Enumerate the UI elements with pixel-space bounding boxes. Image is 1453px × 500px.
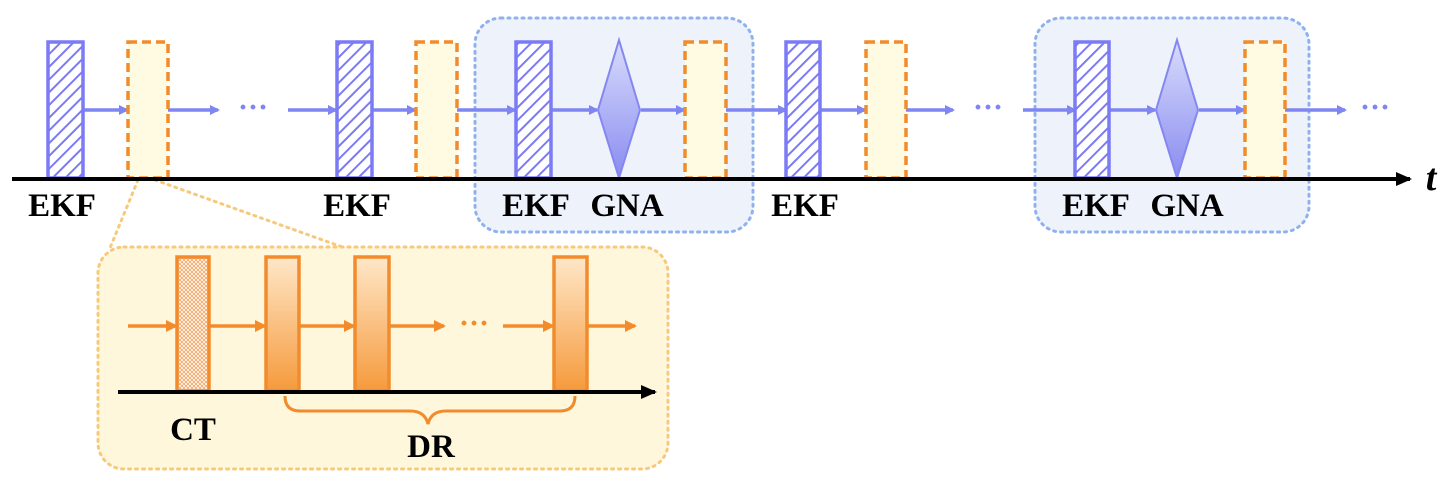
ekf-label: EKF	[502, 188, 570, 224]
gna-label: GNA	[590, 188, 664, 224]
ekf-block	[335, 40, 374, 180]
timeline-ellipsis-2: ···	[973, 91, 1003, 124]
ekf-block	[1073, 40, 1111, 180]
ekf-block	[514, 40, 553, 180]
ct-dr-block	[1243, 40, 1287, 180]
timeline-ellipsis-3: ···	[1360, 91, 1390, 124]
dr-block	[552, 255, 589, 393]
ct-dr-block	[414, 40, 459, 180]
ct-label: CT	[170, 412, 216, 448]
time-axis-label: t	[1426, 157, 1438, 199]
ekf-block	[784, 40, 822, 180]
gna-label: GNA	[1150, 188, 1224, 224]
ct-dr-block	[864, 40, 908, 180]
dr-brace	[283, 395, 577, 425]
ct-dr-block	[126, 40, 170, 180]
ct-dr-blocks	[126, 40, 1287, 180]
timeline-ellipsis-1: ···	[238, 91, 268, 124]
ekf-label: EKF	[1062, 188, 1130, 224]
ct-block	[175, 255, 211, 393]
ct-dr-block	[683, 40, 728, 180]
ekf-label: EKF	[771, 188, 839, 224]
dr-block	[264, 255, 301, 393]
ekf-label: EKF	[28, 188, 96, 224]
gna-blocks	[596, 36, 1200, 182]
inset-ellipsis: ···	[459, 307, 489, 340]
zoom-line-left	[108, 178, 140, 250]
dr-block	[353, 255, 391, 393]
zoom-line-right	[153, 178, 347, 250]
ekf-label: EKF	[323, 188, 391, 224]
dr-label: DR	[407, 429, 456, 465]
dr-blocks	[264, 255, 589, 393]
ekf-block	[46, 40, 85, 180]
timeline-labels: EKF EKF EKF GNA EKF EKF GNA	[28, 188, 1224, 224]
